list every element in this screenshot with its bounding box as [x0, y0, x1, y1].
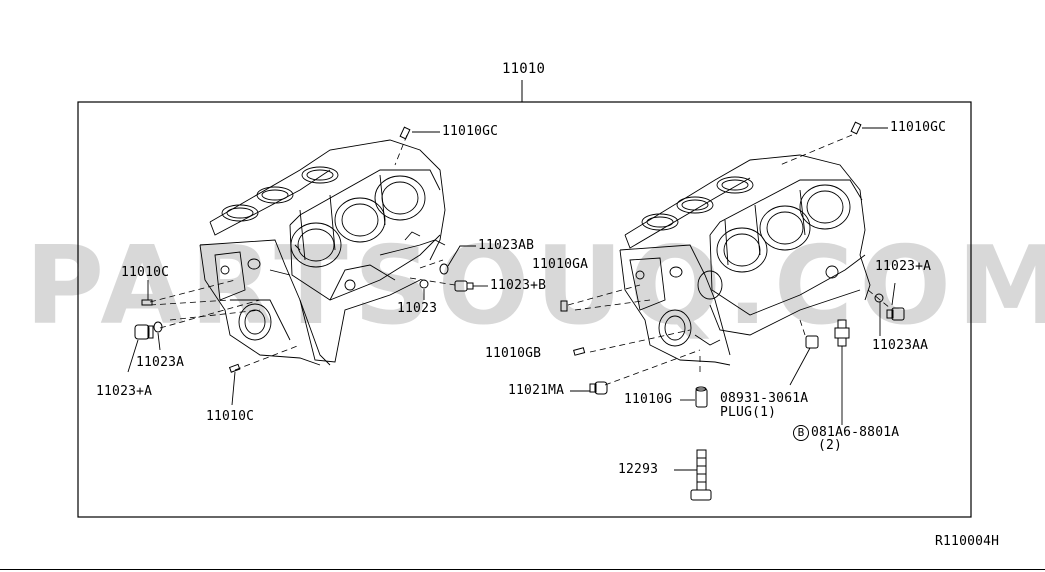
cylinder-block-right-drawing — [619, 154, 871, 366]
part-label-bolt-qty: (2) — [818, 438, 843, 453]
part-label-11010gb[interactable]: 11010GB — [485, 346, 542, 361]
left-dashed-leaders — [149, 134, 456, 371]
part-label-11021ma[interactable]: 11021MA — [508, 383, 565, 398]
right-dashed-leaders — [567, 134, 891, 386]
figure-code: R110004H — [935, 534, 1000, 549]
washer-icon — [153, 263, 449, 333]
cylinder-block-left-drawing — [199, 139, 446, 366]
assembly-part-number: 11010 — [502, 61, 546, 77]
part-label-11010ga[interactable]: 11010GA — [532, 257, 589, 272]
part-label-11023a-plus-left[interactable]: 11023+A — [96, 384, 153, 399]
part-label-11023aa[interactable]: 11023AA — [872, 338, 929, 353]
bolt-part-number: 081A6-8801A — [811, 425, 900, 440]
part-label-11010g[interactable]: 11010G — [624, 392, 673, 407]
part-label-11010gc-left[interactable]: 11010GC — [442, 124, 499, 139]
dowel-pin-icon — [560, 121, 862, 408]
bolt-code-circle: B — [793, 425, 809, 441]
part-label-11023[interactable]: 11023 — [397, 301, 438, 316]
part-label-12293[interactable]: 12293 — [618, 462, 659, 477]
plug-bolt-icon — [589, 293, 905, 395]
part-label-plug-qty: PLUG(1) — [720, 405, 777, 420]
watermark: PARTSOUQ.COM — [25, 224, 1045, 349]
assembly-frame — [77, 101, 972, 518]
part-label-11010gc-right[interactable]: 11010GC — [890, 120, 947, 135]
dowel-pin-icon — [141, 126, 411, 373]
right-leader-lines — [570, 127, 896, 471]
part-label-11023ab[interactable]: 11023AB — [478, 238, 535, 253]
plug-bolt-icon — [134, 280, 474, 340]
part-label-11010c-top[interactable]: 11010C — [121, 265, 170, 280]
part-label-08931-3061a[interactable]: 08931-3061A — [720, 391, 809, 406]
part-label-11023b[interactable]: 11023+B — [490, 278, 547, 293]
left-leader-lines — [127, 131, 488, 406]
part-label-11010c-bottom[interactable]: 11010C — [206, 409, 255, 424]
part-label-11023a[interactable]: 11023A — [136, 355, 185, 370]
part-label-11023a-plus-right[interactable]: 11023+A — [875, 259, 932, 274]
bottom-rule — [0, 569, 1045, 570]
